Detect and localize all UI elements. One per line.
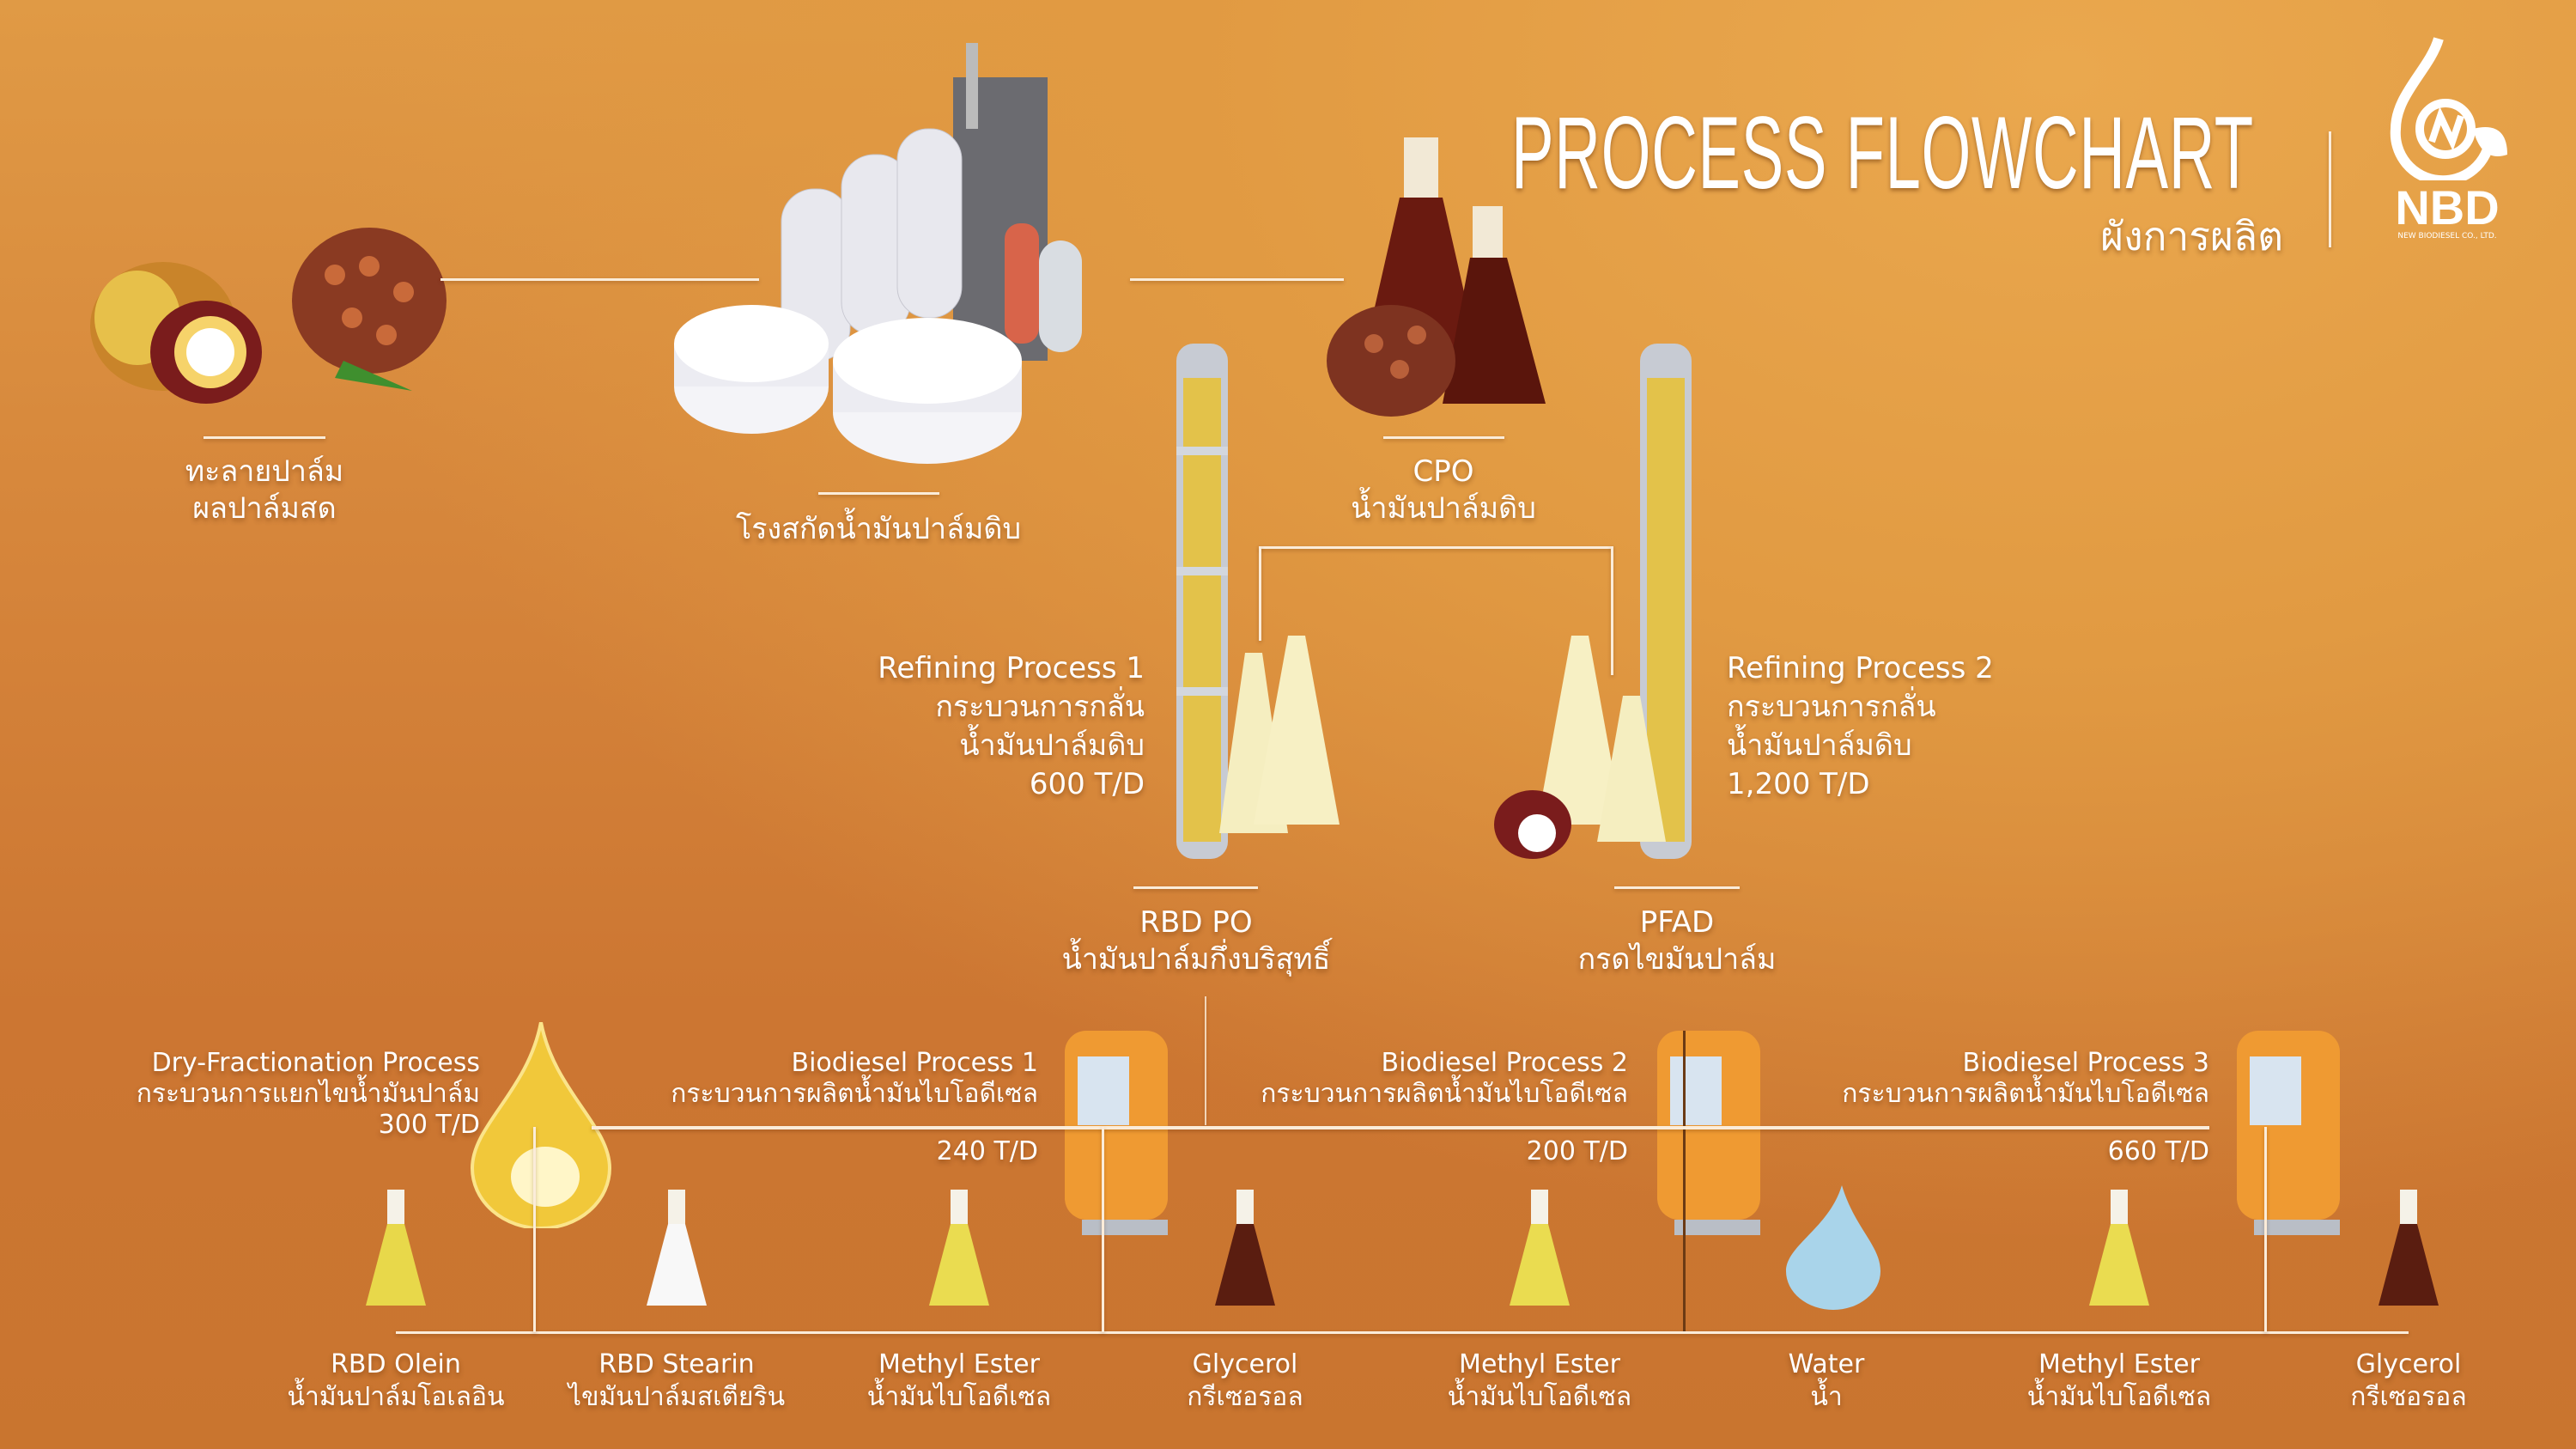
biodiesel1-capacity: 240 T/D	[936, 1136, 1038, 1166]
flask-glycerol-2-icon	[2379, 1190, 2439, 1306]
flask-methyl-ester-1-icon	[929, 1190, 989, 1306]
underline-pfad	[1614, 886, 1740, 889]
flask-rbd-olein-icon	[366, 1190, 426, 1306]
logo-subtext: NEW BIODIESEL CO., LTD.	[2397, 232, 2497, 240]
fuel-pump-1-illustration	[1065, 1031, 1168, 1235]
underline-rbdpo	[1133, 886, 1258, 889]
connector-ffb-mill	[440, 278, 759, 281]
underline-mill	[818, 492, 939, 495]
water-drop-illustration	[1786, 1185, 1880, 1310]
connector-bio1-products	[1102, 1127, 1104, 1332]
logo-text: NBD	[2395, 180, 2500, 234]
biodiesel2-capacity: 200 T/D	[1526, 1136, 1628, 1166]
stage-ffb-label: ทะลายปาล์มผลปาล์มสด	[185, 454, 344, 526]
cpo-flasks-illustration	[1327, 137, 1546, 417]
flask-methyl-ester-2-icon	[1510, 1190, 1570, 1306]
process-main-line	[592, 1126, 2209, 1129]
connector-dry-products	[533, 1127, 536, 1332]
page-subtitle: ผังการผลิต	[2100, 213, 2283, 259]
flask-methyl-ester-3-icon	[2089, 1190, 2149, 1306]
connector-refining2-drop	[1611, 546, 1613, 675]
connector-pfad-down	[1683, 1031, 1686, 1331]
page-title: PROCESS FLOWCHART	[1511, 95, 2254, 210]
refining-column-2-illustration	[1494, 344, 1692, 859]
connector-rbdpo-down	[1205, 996, 1206, 1125]
page-title-container: PROCESS FLOWCHART	[1511, 101, 2310, 206]
nbd-logo-drop-icon	[2390, 37, 2507, 186]
flask-rbd-stearin-icon	[647, 1190, 707, 1306]
palm-oil-mill-illustration	[674, 43, 1082, 464]
fuel-pump-2-illustration	[1657, 1031, 1760, 1235]
oil-drop-illustration	[470, 1022, 612, 1228]
stage-mill-label: โรงสกัดน้ำมันปาล์มดิบ	[735, 512, 1022, 546]
connector-refining1-drop	[1259, 546, 1261, 641]
header-divider	[2329, 131, 2331, 247]
refining-column-1-illustration	[1176, 344, 1340, 859]
connector-mill-cpo	[1130, 278, 1344, 281]
connector-bio3-products	[2264, 1127, 2267, 1332]
nbd-logo: NBD NEW BIODIESEL CO., LTD.	[2379, 34, 2516, 249]
products-line	[396, 1331, 2409, 1334]
flask-glycerol-1-icon	[1215, 1190, 1275, 1306]
connector-refining-bracket	[1259, 546, 1613, 549]
underline-cpo	[1383, 436, 1504, 439]
biodiesel3-capacity: 660 T/D	[2107, 1136, 2209, 1166]
palm-fruit-bunch-illustration	[90, 228, 447, 404]
underline-ffb	[204, 436, 325, 439]
fuel-pump-3-illustration	[2237, 1031, 2340, 1235]
